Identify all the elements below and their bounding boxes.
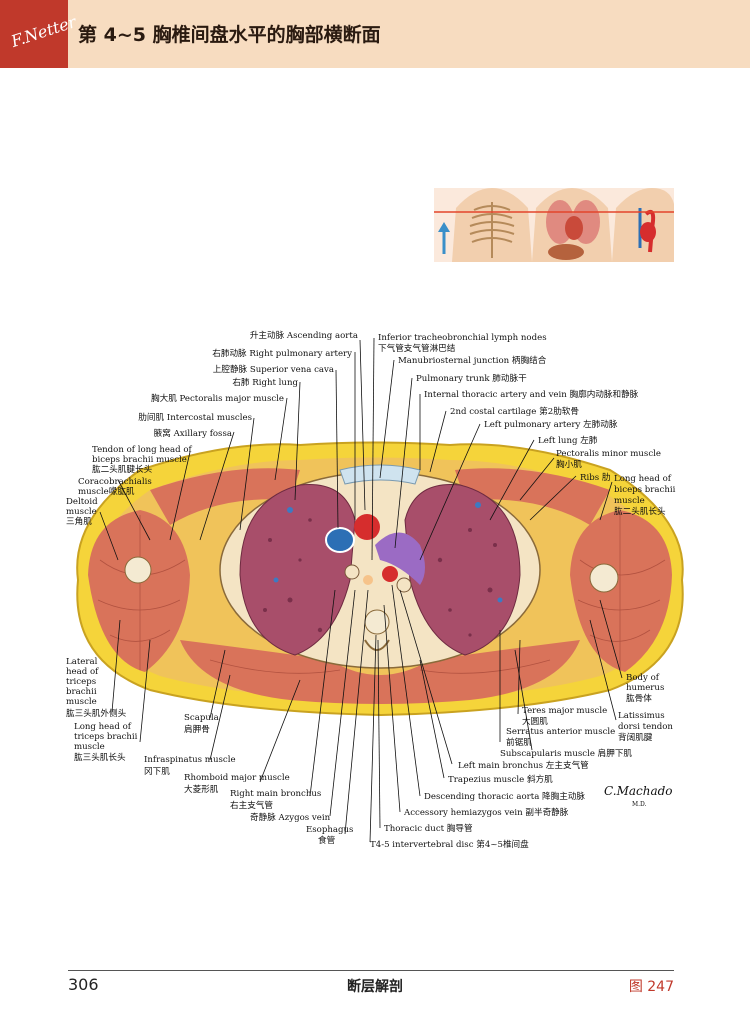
label-long-head-triceps-4: 肱三头肌长头	[74, 751, 126, 763]
label-infraspinatus-1: Infraspinatus muscle	[144, 755, 236, 765]
label-teres-major-2: 大圆肌	[522, 715, 548, 727]
descending-aorta	[382, 566, 398, 582]
label-deltoid-3: 三角肌	[66, 515, 92, 527]
label-tendon-biceps-2: biceps brachii muscle	[92, 455, 187, 465]
artist-signature-suffix: M.D.	[632, 801, 647, 808]
label-right-pulmonary-artery: 右肺动脉 Right pulmonary artery	[212, 347, 352, 359]
lung-texture	[263, 518, 497, 637]
label-lymph-nodes-2: 下气管支气管淋巴结	[378, 342, 456, 354]
pulmonary-trunk	[375, 532, 425, 585]
netter-logo: F.Netter	[0, 0, 78, 68]
label-left-pulmonary-artery: Left pulmonary artery 左肺动脉	[484, 418, 618, 430]
label-lateral-head-triceps-4: brachii	[66, 687, 97, 697]
orientation-thumbnails	[434, 188, 674, 262]
label-axillary-fossa: 腋窝 Axillary fossa	[154, 427, 232, 439]
page-number: 306	[68, 975, 99, 994]
label-descending-aorta: Descending thoracic aorta 降胸主动脉	[424, 790, 585, 802]
label-right-main-bronchus-1: Right main bronchus	[230, 789, 321, 799]
right-humerus	[124, 556, 152, 584]
label-long-head-biceps-3: muscle	[614, 496, 645, 506]
figure-number: 图 247	[628, 979, 674, 995]
label-right-main-bronchus-2: 右主支气管	[230, 799, 273, 811]
left-pectoral	[455, 468, 610, 525]
esophagus	[363, 575, 373, 585]
page-header: F.Netter 第 4~5 胸椎间盘水平的胸部横断面	[0, 0, 750, 68]
leader-lines	[99, 337, 623, 843]
left-humerus	[589, 563, 619, 593]
label-long-head-biceps-4: 肱二头肌长头	[614, 505, 666, 517]
label-lymph-nodes-1: Inferior tracheobronchial lymph nodes	[378, 333, 547, 343]
page-title: 第 4~5 胸椎间盘水平的胸部横断面	[78, 24, 381, 46]
label-serratus-1: Serratus anterior muscle	[506, 727, 615, 737]
label-coracobrachialis-2: muscle喙肱肌	[78, 485, 135, 497]
label-serratus-2: 前锯肌	[506, 736, 532, 748]
label-rhomboid-2: 大菱形肌	[184, 783, 219, 795]
label-deltoid-1: Deltoid	[66, 497, 98, 507]
label-left-main-bronchus: Left main bronchus 左主支气管	[458, 759, 589, 771]
label-tendon-biceps-3: 肱二头肌腱长头	[92, 463, 153, 475]
left-lung	[404, 483, 521, 656]
label-long-head-triceps-1: Long head of	[74, 722, 132, 732]
label-long-head-triceps-2: triceps brachii	[74, 732, 138, 742]
label-manubriosternal: Manubriosternal junction 柄胸结合	[398, 354, 547, 366]
label-left-lung: Left lung 左肺	[538, 434, 598, 446]
label-right-lung: 右肺 Right lung	[232, 376, 298, 388]
right-main-bronchus	[344, 564, 360, 580]
label-body-humerus-3: 肱骨体	[626, 692, 652, 704]
label-rhomboid-1: Rhomboid major muscle	[184, 773, 290, 783]
thumbnail-organs	[532, 188, 612, 262]
label-long-head-biceps-2: biceps brachii	[614, 485, 676, 495]
label-trapezius: Trapezius muscle 斜方肌	[448, 773, 553, 785]
label-latissimus-3: 背阔肌腱	[618, 731, 653, 743]
label-thoracic-duct: Thoracic duct 胸导管	[384, 822, 473, 834]
label-latissimus-1: Latissimus	[618, 711, 665, 721]
label-body-humerus-1: Body of	[626, 673, 660, 683]
label-long-head-triceps-3: muscle	[74, 742, 105, 752]
label-pectoralis-minor-1: Pectoralis minor muscle	[556, 449, 661, 459]
label-accessory-hemiazygos: Accessory hemiazygos vein 副半奇静脉	[403, 806, 569, 818]
label-tendon-biceps-1: Tendon of long head of	[92, 445, 193, 455]
label-latissimus-2: dorsi tendon	[618, 722, 673, 732]
label-costal-cartilage: 2nd costal cartilage 第2肋软骨	[450, 405, 579, 417]
section-title: 断层解剖	[347, 979, 403, 995]
label-ribs: Ribs 肋	[580, 472, 611, 483]
back-muscles	[180, 640, 580, 704]
label-lateral-head-triceps-1: Lateral	[66, 657, 98, 667]
label-teres-major-1: Teres major muscle	[522, 706, 607, 716]
sternum	[339, 464, 421, 485]
artist-signature: C.Machado	[604, 784, 673, 798]
label-subscapularis: Subscapularis muscle 肩胛下肌	[500, 747, 632, 759]
label-infraspinatus-2: 冈下肌	[144, 766, 170, 777]
label-ascending-aorta: 升主动脉 Ascending aorta	[250, 329, 358, 341]
left-main-bronchus	[396, 577, 412, 593]
label-scapula-1: Scapula	[184, 713, 219, 723]
label-lateral-head-triceps-2: head of	[66, 667, 99, 677]
label-esophagus-2: 食管	[318, 834, 336, 846]
label-pectoralis-major: 胸大肌 Pectoralis major muscle	[151, 392, 284, 404]
right-arm-muscles	[88, 510, 190, 672]
right-pectoral	[150, 468, 300, 525]
footer-rule	[68, 970, 674, 971]
label-lateral-head-triceps-5: muscle	[66, 697, 97, 707]
left-arm-muscles	[570, 510, 672, 672]
label-long-head-biceps-1: Long head of	[614, 474, 672, 484]
label-lateral-head-triceps-6: 肱三头肌外侧头	[66, 707, 127, 719]
label-azygos: 奇静脉 Azygos vein	[250, 811, 331, 823]
label-superior-vena-cava: 上腔静脉 Superior vena cava	[213, 363, 334, 375]
label-t45-disc: T4-5 intervertebral disc 第4~5椎间盘	[370, 838, 529, 850]
label-lateral-head-triceps-3: triceps	[66, 677, 96, 687]
label-esophagus-1: Esophagus	[306, 825, 353, 835]
label-intercostal: 肋间肌 Intercostal muscles	[138, 412, 252, 423]
label-body-humerus-2: humerus	[626, 683, 664, 693]
label-pulmonary-trunk: Pulmonary trunk 肺动脉干	[416, 373, 527, 384]
label-coracobrachialis-1: Coracobrachialis	[78, 477, 152, 487]
ascending-aorta	[354, 514, 380, 540]
label-internal-thoracic: Internal thoracic artery and vein 胸廓内动脉和…	[424, 388, 639, 400]
superior-vena-cava	[325, 527, 355, 553]
label-deltoid-2: muscle	[66, 507, 97, 517]
label-scapula-2: 肩胛骨	[184, 723, 210, 735]
label-pectoralis-minor-2: 胸小肌	[556, 458, 582, 470]
right-lung	[239, 483, 356, 656]
